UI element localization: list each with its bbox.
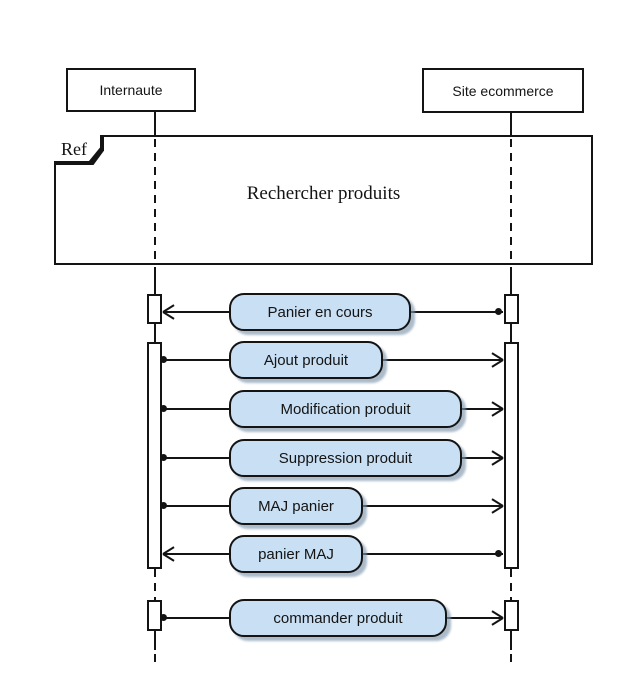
lifeline-internaute-segment bbox=[154, 139, 156, 263]
message-origin-dot bbox=[160, 454, 167, 461]
open-arrowhead-icon bbox=[490, 609, 503, 627]
lifeline-internaute-segment bbox=[154, 654, 156, 667]
lifeline-site-ecommerce-segment bbox=[510, 654, 512, 667]
activation-bar bbox=[504, 342, 519, 569]
activation-bar bbox=[504, 600, 519, 631]
open-arrowhead-icon bbox=[490, 400, 503, 418]
ref-label: Rechercher produits bbox=[246, 183, 401, 204]
message-origin-dot bbox=[160, 614, 167, 621]
message-origin-dot bbox=[495, 308, 502, 315]
ref-fragment: Ref Rechercher produits bbox=[54, 135, 593, 265]
ref-keyword: Ref bbox=[61, 139, 87, 159]
lifeline-internaute-segment bbox=[154, 631, 156, 650]
lifeline-site-ecommerce-segment bbox=[510, 113, 512, 137]
lifeline-site-ecommerce-segment bbox=[510, 631, 512, 650]
message-label: Modification produit bbox=[229, 390, 462, 428]
open-arrowhead-icon bbox=[490, 497, 503, 515]
message-origin-dot bbox=[160, 356, 167, 363]
message-label: Suppression produit bbox=[229, 439, 462, 477]
open-arrowhead-icon bbox=[163, 303, 176, 321]
activation-bar bbox=[147, 294, 162, 324]
activation-bar bbox=[504, 294, 519, 324]
message-label: Panier en cours bbox=[229, 293, 411, 331]
lifeline-internaute-segment bbox=[154, 112, 156, 137]
open-arrowhead-icon bbox=[490, 449, 503, 467]
lifeline-internaute-segment bbox=[154, 569, 156, 600]
participant-site-ecommerce: Site ecommerce bbox=[422, 68, 584, 113]
message-label: Ajout produit bbox=[229, 341, 383, 379]
message-label: panier MAJ bbox=[229, 535, 363, 573]
participant-label: Internaute bbox=[99, 82, 163, 98]
ref-pentagon-icon bbox=[54, 135, 100, 161]
open-arrowhead-icon bbox=[163, 545, 176, 563]
participant-label: Site ecommerce bbox=[452, 82, 554, 99]
lifeline-site-ecommerce-segment bbox=[510, 569, 512, 600]
message-label: MAJ panier bbox=[229, 487, 363, 525]
message-label: commander produit bbox=[229, 599, 447, 637]
open-arrowhead-icon bbox=[490, 351, 503, 369]
message-origin-dot bbox=[160, 405, 167, 412]
message-origin-dot bbox=[160, 502, 167, 509]
lifeline-site-ecommerce-segment bbox=[510, 139, 512, 263]
message-origin-dot bbox=[495, 550, 502, 557]
participant-internaute: Internaute bbox=[66, 68, 196, 112]
